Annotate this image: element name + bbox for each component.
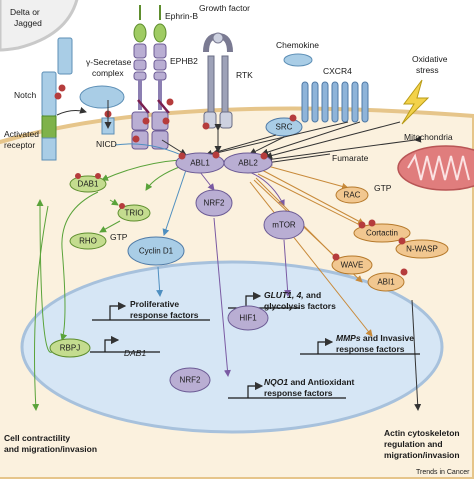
cortactin-node: Cortactin <box>353 219 411 243</box>
nrf2-nuclear-label: NRF2 <box>180 376 201 385</box>
label-rtk: RTK <box>236 70 253 80</box>
label-nqo1-response: response factors <box>264 388 333 398</box>
nrf2-nuclear-node: NRF2 <box>169 367 211 393</box>
ephb2-receptor <box>131 43 174 150</box>
wave-node: WAVE <box>331 253 373 275</box>
mtor-node: mTOR <box>263 210 305 240</box>
label-gamma-secretase-1: γ-Secretase <box>86 57 132 67</box>
growth-factor <box>203 32 233 53</box>
nwasp-label: N-WASP <box>406 245 438 254</box>
label-ephrin-b: Ephrin-B <box>165 11 198 21</box>
label-proliferative-2: response factors <box>130 310 199 320</box>
label-cell-contractility-2: and migration/invasion <box>4 444 97 454</box>
credit-label: Trends in Cancer <box>416 469 470 476</box>
rho-label: RHO <box>79 237 97 246</box>
nrf2-top-node: NRF2 <box>195 189 233 217</box>
label-fumarate: Fumarate <box>332 153 369 163</box>
label-gtp-rac: GTP <box>374 183 392 193</box>
label-oxidative-1: Oxidative <box>412 54 448 64</box>
neighbor-cell <box>0 0 79 52</box>
gene-lines <box>90 291 420 399</box>
cxcr4-receptor <box>301 81 369 123</box>
label-nicd: NICD <box>96 139 117 149</box>
label-chemokine: Chemokine <box>276 40 319 50</box>
label-mmps: MMPs and Invasive <box>336 333 414 343</box>
nrf2-top-label: NRF2 <box>204 199 225 208</box>
label-actin-3: migration/invasion <box>384 450 460 460</box>
label-src: SRC <box>276 123 293 132</box>
label-cell-contractility-1: Cell contractility <box>4 433 70 443</box>
notch-receptor <box>41 37 73 161</box>
trio-node: TRIO <box>117 203 151 222</box>
label-nqo1: NQO1 and Antioxidant <box>264 377 355 387</box>
label-activated-receptor-2: receptor <box>4 140 35 150</box>
label-proliferative-1: Proliferative <box>130 299 179 309</box>
label-activated-receptor-1: Activated <box>4 129 39 139</box>
rbpj-node: RBPJ <box>49 338 91 358</box>
label-mitochondria: Mitochondria <box>404 132 453 142</box>
label-delta-jagged-1: Delta or <box>10 7 40 17</box>
label-glut-and: and <box>304 290 321 300</box>
rbpj-label: RBPJ <box>60 344 80 353</box>
label-gamma-secretase-2: complex <box>92 68 124 78</box>
cyclin-d1-label: Cyclin D1 <box>139 247 174 256</box>
label-actin-2: regulation and <box>384 439 443 449</box>
label-glycolysis: glycolysis factors <box>264 301 336 311</box>
label-nqo1-antioxidant: and Antioxidant <box>288 377 354 387</box>
label-dab1-gene: DAB1 <box>124 348 146 358</box>
label-mmps-response: response factors <box>336 344 405 354</box>
label-gtp-rho: GTP <box>110 232 128 242</box>
abi1-node: ABI1 <box>367 268 408 292</box>
label-nqo1-gene: NQO1 <box>264 377 288 387</box>
wave-label: WAVE <box>341 261 364 270</box>
label-delta-jagged-2: Jagged <box>14 18 42 28</box>
abi1-label: ABI1 <box>377 278 395 287</box>
label-mmps-genes: MMPs <box>336 333 361 343</box>
rac-node: RAC <box>335 186 369 204</box>
label-cxcr4: CXCR4 <box>323 66 352 76</box>
abl2-node: ABL2 <box>223 152 273 174</box>
hif1-label: HIF1 <box>239 314 257 323</box>
abl1-label: ABL1 <box>190 159 210 168</box>
nwasp-node: N-WASP <box>395 237 449 259</box>
label-mmps-invasive: and Invasive <box>361 333 415 343</box>
abl2-label: ABL2 <box>238 159 258 168</box>
cortactin-label: Cortactin <box>366 229 398 238</box>
cyclin-d1-node: Cyclin D1 <box>127 236 185 266</box>
label-actin-1: Actin cytoskeleton <box>384 428 460 438</box>
rtk-receptor <box>202 55 233 130</box>
trio-label: TRIO <box>124 209 143 218</box>
dab1-node: DAB1 <box>69 173 107 193</box>
rho-node: RHO <box>69 232 107 250</box>
label-glut: GLUT1, 4, and <box>264 290 321 300</box>
label-oxidative-2: stress <box>416 65 439 75</box>
abl1-node: ABL1 <box>175 151 225 174</box>
nucleus <box>20 260 444 434</box>
ephrin-b-ligand <box>133 5 167 43</box>
label-notch: Notch <box>14 90 36 100</box>
label-growth-factor: Growth factor <box>199 3 250 13</box>
label-ephb2: EPHB2 <box>170 56 198 66</box>
oxidative-stress-bolt <box>401 79 430 125</box>
src-node <box>265 114 303 137</box>
hif1-node: HIF1 <box>227 305 269 331</box>
dab1-label: DAB1 <box>78 180 99 189</box>
rac-label: RAC <box>344 191 361 200</box>
chemokine <box>283 53 313 67</box>
gamma-secretase <box>79 85 125 109</box>
label-glut-genes: GLUT1, 4, <box>264 290 304 300</box>
mtor-label: mTOR <box>272 221 296 230</box>
